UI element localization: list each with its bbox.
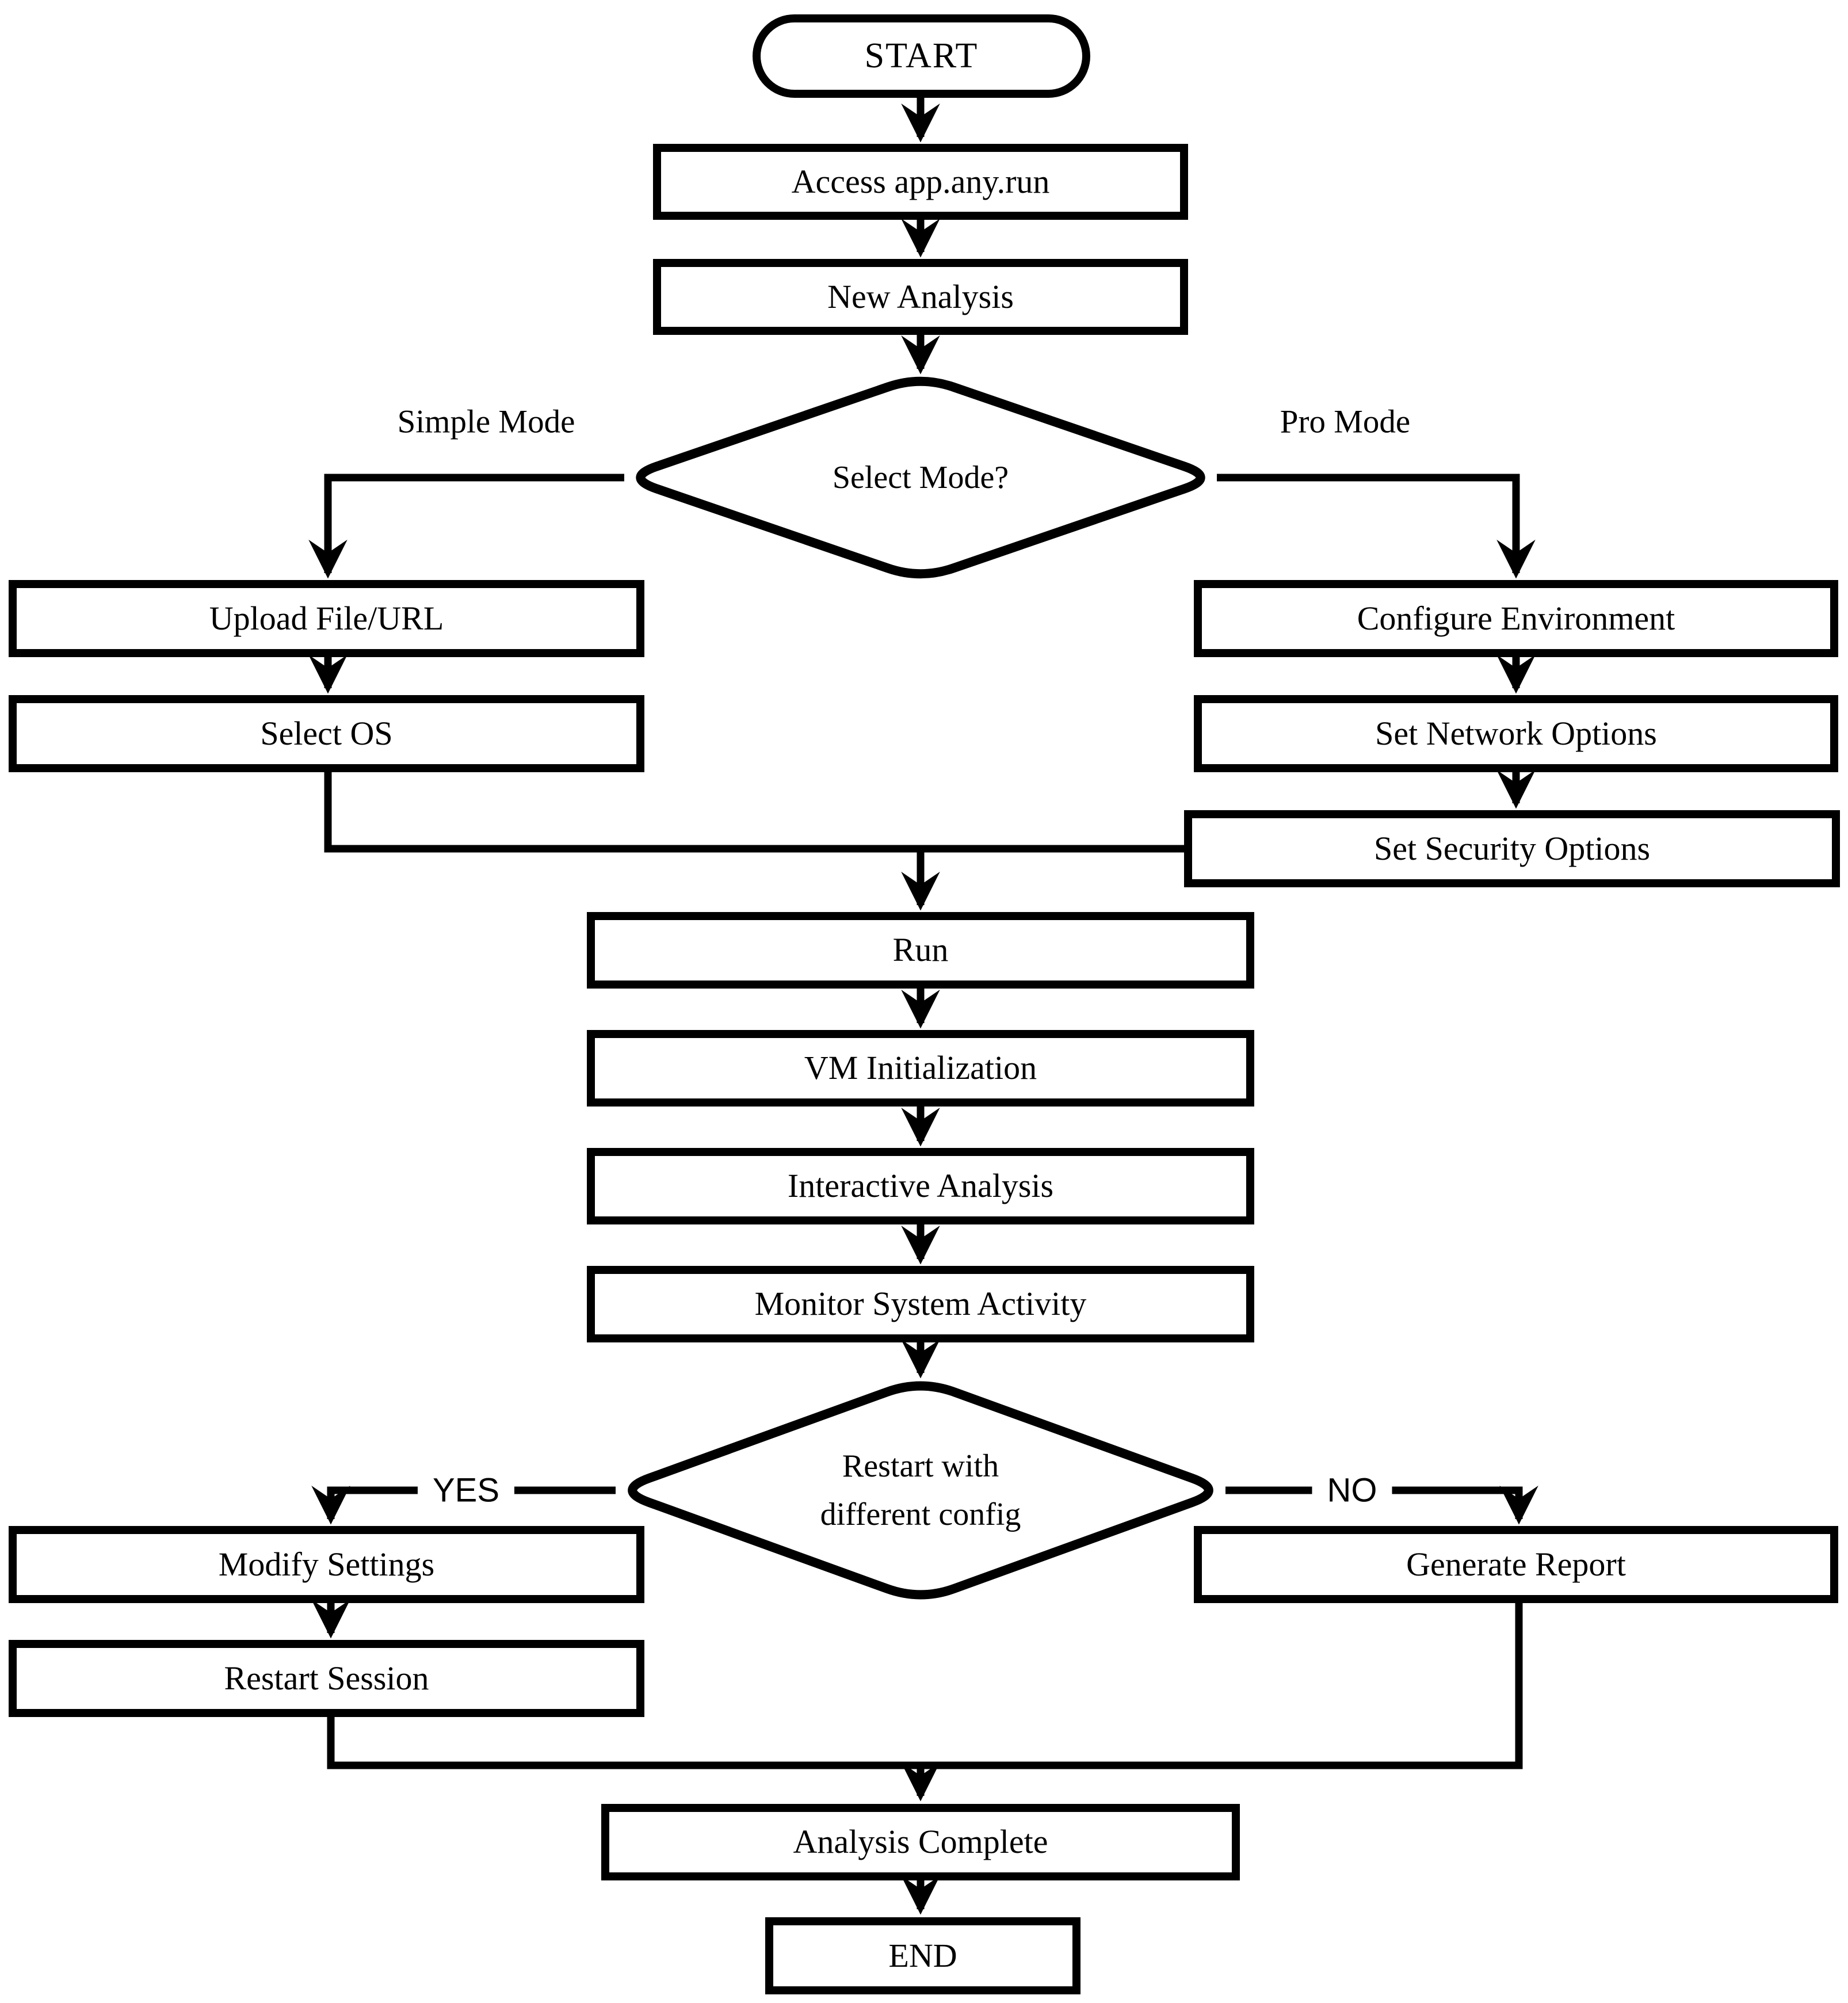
node-monitor-system-activity: Monitor System Activity — [587, 1266, 1254, 1342]
node-generate-report: Generate Report — [1194, 1526, 1838, 1603]
edge-merge-selectos-security — [324, 772, 1184, 853]
node-select-os: Select OS — [9, 695, 644, 772]
node-configure-environment: Configure Environment — [1194, 580, 1838, 657]
edge-label-no: NO — [1312, 1468, 1392, 1512]
edge-label-yes: YES — [417, 1468, 515, 1512]
node-end: END — [765, 1917, 1080, 1994]
node-access-app-any-run: Access app.any.run — [653, 144, 1188, 220]
node-run: Run — [587, 912, 1254, 989]
node-analysis-complete: Analysis Complete — [601, 1804, 1240, 1880]
node-upload-file-url: Upload File/URL — [9, 580, 644, 657]
node-modify-settings: Modify Settings — [9, 1526, 644, 1603]
node-start: START — [753, 14, 1090, 98]
node-new-analysis: New Analysis — [653, 259, 1188, 335]
decision-restart-config-shape — [628, 1381, 1213, 1600]
node-vm-initialization: VM Initialization — [587, 1030, 1254, 1107]
node-set-network-options: Set Network Options — [1194, 695, 1838, 772]
node-set-security-options: Set Security Options — [1184, 810, 1840, 887]
edge-selectmode-configure-pro — [1217, 474, 1536, 579]
edge-label-pro-mode: Pro Mode — [1280, 403, 1411, 440]
node-restart-session: Restart Session — [9, 1640, 644, 1717]
edge-restartdecision-modify-yes — [311, 1485, 616, 1525]
decision-select-mode-shape — [636, 376, 1205, 579]
edge-selectmode-upload-simple — [308, 474, 624, 579]
node-interactive-analysis: Interactive Analysis — [587, 1148, 1254, 1224]
edge-label-simple-mode: Simple Mode — [397, 403, 575, 440]
